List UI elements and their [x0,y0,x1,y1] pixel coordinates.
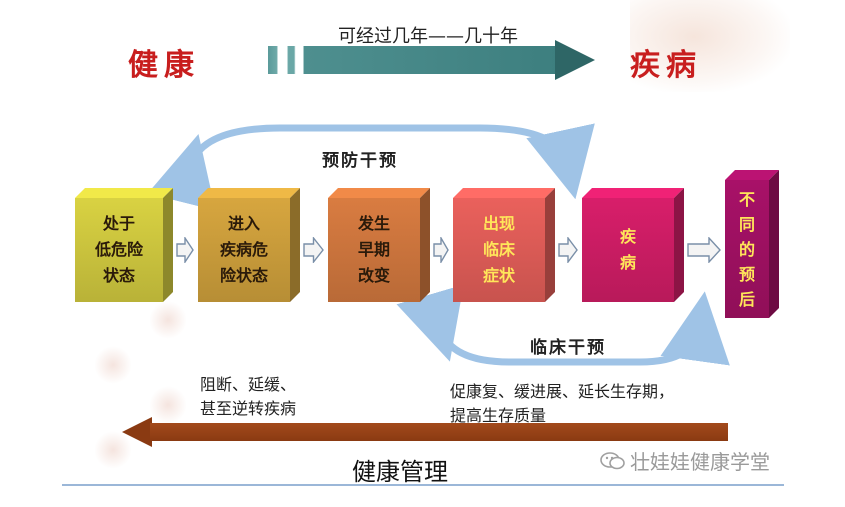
stage-box-1: 处于 低危险 状态 [75,198,163,302]
wechat-icon [600,451,625,469]
stage-box-4: 出现 临床 症状 [453,198,545,302]
flow-arrow-icon [433,237,449,263]
clinical-intervention-label: 临床干预 [530,338,606,358]
stage-box-top [75,188,173,198]
disease-label: 疾病 [630,48,702,83]
flow-arrow-icon [176,237,194,263]
prevent-curve [147,123,595,211]
stage-box-5: 疾 病 [582,198,674,302]
stage-box-side [290,188,300,302]
faint-seal [150,385,186,425]
health-management-arrow-head [122,417,152,447]
progression-arrow-head [555,40,595,80]
timeline-caption: 可经过几年——几十年 [338,26,518,47]
stage-label: 疾 病 [619,227,636,272]
baseline-divider [62,484,784,486]
stage-box-side [163,188,173,302]
stage-label: 发生 早期 改变 [357,214,390,285]
stage-label: 不 同 的 预 后 [738,189,755,309]
flow-arrow-icon [558,237,578,263]
stage-box-top [725,170,779,180]
brand: 壮娃娃健康学堂 [600,446,770,475]
brand-name: 壮娃娃健康学堂 [630,450,770,474]
stage-label: 进入 疾病危 险状态 [219,214,268,285]
health-management-arrow-bar [150,423,728,441]
health-label: 健康 [128,48,200,83]
prevent-intervention-label: 预防干预 [322,151,398,171]
seal-watermark [630,0,790,92]
stage-box-3: 发生 早期 改变 [328,198,420,302]
stage-box-side [674,188,684,302]
flow-arrow-icon [303,237,324,263]
progression-arrow-bar [268,46,558,74]
faint-seal [150,300,186,340]
stage-label: 出现 临床 症状 [482,214,515,285]
right-note: 促康复、缓进展、延长生存期， 提高生存质量 [450,382,675,425]
clinical-curve [396,284,730,366]
left-note: 阻断、延缓、 甚至逆转疾病 [200,375,297,418]
stage-box-side [420,188,430,302]
stage-box-2: 进入 疾病危 险状态 [198,198,290,302]
stage-box-top [453,188,555,198]
health-management-title: 健康管理 [352,458,448,486]
stage-box-top [328,188,430,198]
stage-box-side [769,170,779,318]
stage-box-side [545,188,555,302]
stage-box-top [198,188,300,198]
stage-box-top [582,188,684,198]
flow-arrow-icon [687,237,721,263]
faint-seal [95,345,131,385]
stage-label: 处于 低危险 状态 [94,214,143,285]
stage-box-6: 不 同 的 预 后 [725,180,769,318]
